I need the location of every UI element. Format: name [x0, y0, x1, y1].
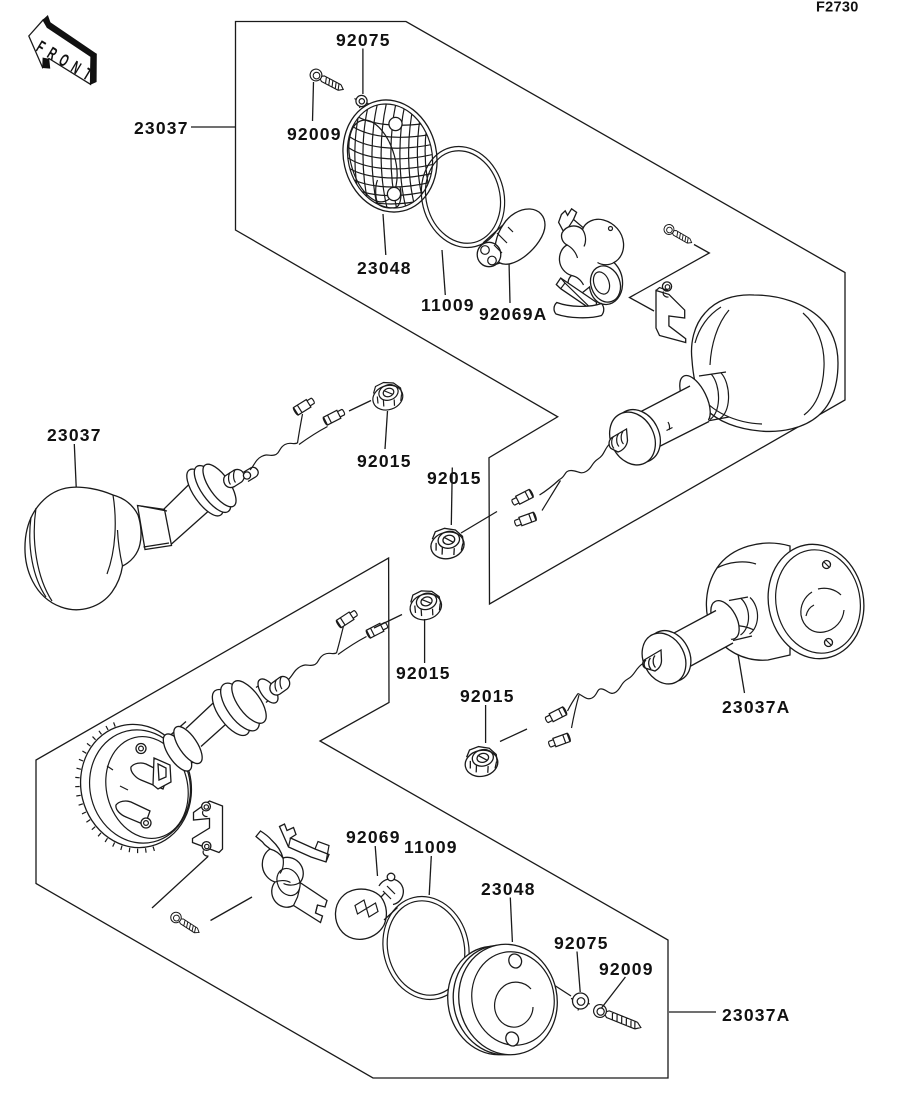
svg-text:92015: 92015 [427, 468, 482, 488]
svg-text:11009: 11009 [404, 837, 458, 857]
svg-text:92015: 92015 [460, 686, 515, 706]
svg-text:F2730: F2730 [816, 0, 859, 16]
svg-text:23048: 23048 [357, 258, 412, 278]
svg-text:23037: 23037 [134, 118, 189, 138]
svg-text:23037A: 23037A [722, 1005, 791, 1025]
svg-text:23037: 23037 [47, 425, 102, 445]
svg-text:23048: 23048 [481, 879, 536, 899]
svg-text:92069: 92069 [346, 827, 401, 847]
svg-text:92075: 92075 [554, 933, 609, 953]
svg-text:92009: 92009 [287, 124, 342, 144]
svg-text:92009: 92009 [599, 959, 654, 979]
svg-text:92069A: 92069A [479, 304, 548, 324]
svg-text:92015: 92015 [396, 663, 451, 683]
svg-text:92075: 92075 [336, 30, 391, 50]
svg-text:11009: 11009 [421, 295, 475, 315]
svg-text:23037A: 23037A [722, 697, 791, 717]
svg-text:92015: 92015 [357, 451, 412, 471]
